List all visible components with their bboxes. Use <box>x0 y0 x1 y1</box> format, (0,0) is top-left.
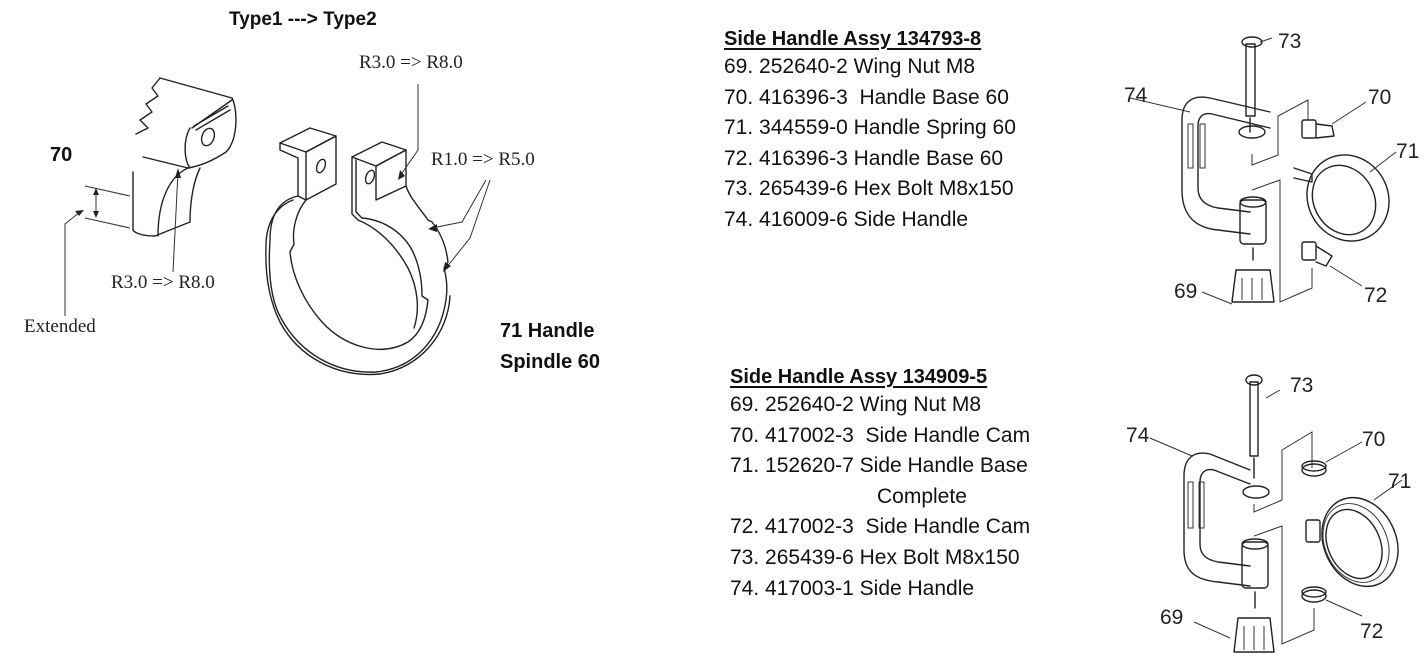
part-item-continuation: Complete <box>877 484 967 508</box>
part-item: 69. 252640-2 Wing Nut M8 <box>724 55 976 78</box>
assembly-title: Side Handle Assy 134909-5 <box>730 366 988 388</box>
part-item: 72. 417002-3 Side Handle Cam <box>730 515 1031 539</box>
assembly-134909-5: Side Handle Assy 134909-5 69. 252640-2 W… <box>730 366 1030 604</box>
part-item: 70. 417002-3 Side Handle Cam <box>730 423 1031 447</box>
parts-list: 69. 252640-2 Wing Nut M8 70. 417002-3 Si… <box>730 390 1030 604</box>
part-70-drawing <box>64 77 237 316</box>
part-70-radius-change: R3.0 => R8.0 <box>111 272 215 293</box>
part-70-extended-label: Extended <box>24 316 96 337</box>
svg-text:69: 69 <box>1174 280 1197 303</box>
svg-text:71: 71 <box>1388 470 1411 493</box>
exploded-view-134909-5: 73 74 69 70 71 72 <box>1126 374 1411 653</box>
part-item: 74. 417003-1 Side Handle <box>730 576 975 600</box>
parts-list: 69. 252640-2 Wing Nut M8 70. 416396-3 Ha… <box>724 52 1016 236</box>
part-item: 74. 416009-6 Side Handle <box>724 207 969 231</box>
part-item: 70. 416396-3 Handle Base 60 <box>724 85 1009 109</box>
part-71-label: 71 Handle Spindle 60 <box>500 316 600 378</box>
assembly-134793-8: Side Handle Assy 134793-8 69. 252640-2 W… <box>724 28 1016 236</box>
svg-text:73: 73 <box>1290 374 1313 397</box>
part-item: 69. 252640-2 Wing Nut M8 <box>730 393 982 416</box>
svg-text:74: 74 <box>1124 84 1148 107</box>
part-item: 72. 416396-3 Handle Base 60 <box>724 146 1004 170</box>
svg-text:74: 74 <box>1126 424 1150 447</box>
svg-text:71: 71 <box>1396 140 1419 163</box>
part-70-label: 70 <box>50 144 73 166</box>
change-title: Type1 ---> Type2 <box>229 9 377 30</box>
svg-text:70: 70 <box>1368 86 1391 109</box>
part-71-radius-change-side: R1.0 => R5.0 <box>431 149 535 170</box>
part-71-radius-change-top: R3.0 => R8.0 <box>359 52 463 73</box>
part-71-drawing <box>265 84 491 376</box>
part-71-label-line1: 71 Handle <box>500 320 595 342</box>
assembly-title: Side Handle Assy 134793-8 <box>724 28 982 50</box>
svg-text:69: 69 <box>1160 606 1183 629</box>
svg-text:70: 70 <box>1362 428 1385 451</box>
part-71-label-line2: Spindle 60 <box>500 351 601 373</box>
svg-text:72: 72 <box>1364 284 1387 307</box>
svg-text:72: 72 <box>1360 620 1383 643</box>
part-item: 73. 265439-6 Hex Bolt M8x150 <box>724 177 1014 201</box>
part-item: 71. 152620-7 Side Handle Base <box>730 454 1028 478</box>
part-item: 73. 265439-6 Hex Bolt M8x150 <box>730 545 1020 569</box>
svg-text:73: 73 <box>1278 30 1301 53</box>
part-item: 71. 344559-0 Handle Spring 60 <box>724 116 1016 140</box>
exploded-view-134793-8: 73 74 69 70 71 72 <box>1124 30 1419 307</box>
